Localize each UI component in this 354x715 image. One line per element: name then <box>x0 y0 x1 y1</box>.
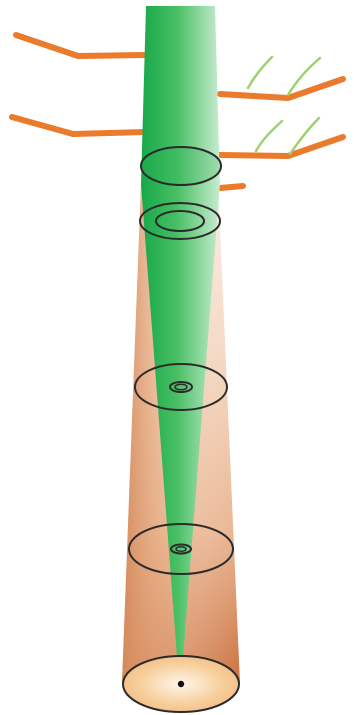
twig-upper-left-line <box>248 57 272 88</box>
origin-point <box>178 681 184 687</box>
twig-middle-left-line <box>256 121 282 151</box>
trunk-top-cap <box>141 147 221 185</box>
branch-right-middle-line <box>220 137 343 156</box>
branch-left-upper-line <box>16 35 145 56</box>
branch-left-lower-line <box>12 117 145 134</box>
branch-right-lower-line <box>220 186 243 188</box>
branch-group-left <box>12 35 145 134</box>
branch-group-right <box>220 79 343 188</box>
twig-group <box>248 57 320 154</box>
branch-right-upper-line <box>220 79 343 98</box>
